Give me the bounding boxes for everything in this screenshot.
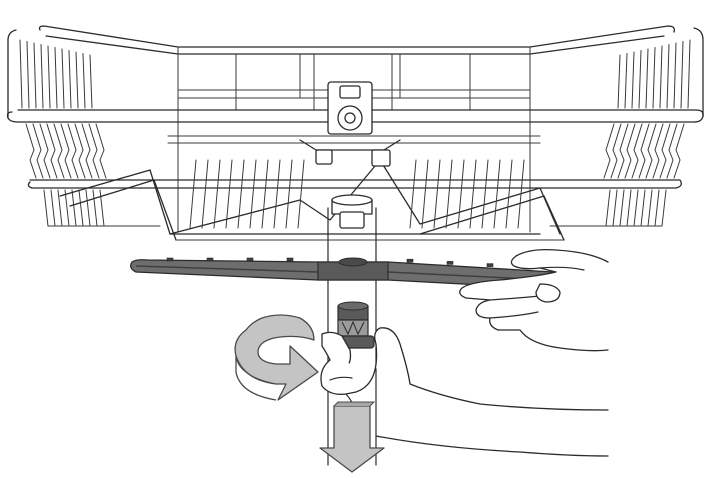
central-pipe — [327, 194, 377, 466]
counterclockwise-rotate-arrow-icon — [234, 314, 319, 401]
basket-front-rim — [6, 27, 704, 189]
spray-arm-nozzles — [166, 257, 574, 272]
basket-back-grid — [235, 53, 471, 111]
left-hand — [320, 327, 609, 457]
right-hand — [459, 248, 609, 352]
basket-left-tines — [19, 39, 161, 227]
basket-right-tines — [549, 39, 691, 227]
upper-basket — [6, 25, 704, 241]
down-arrow-icon — [319, 401, 385, 473]
basket-inner-rack — [59, 159, 565, 241]
basket-center-bracket — [299, 81, 401, 167]
